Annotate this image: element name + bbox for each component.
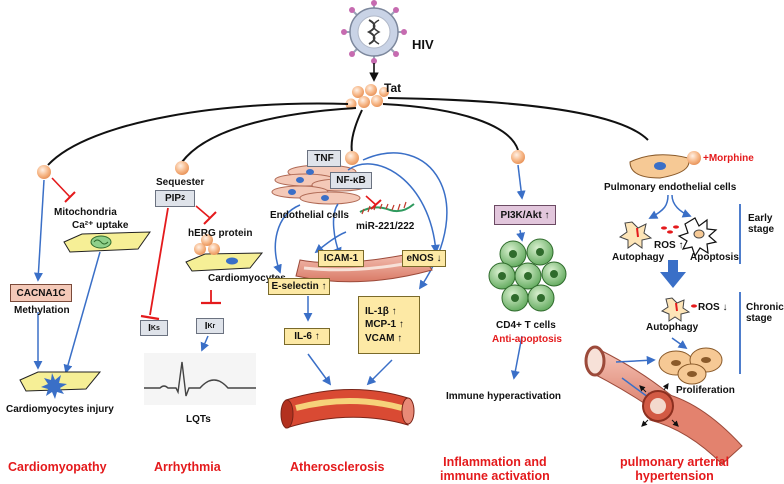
mitochondria-label: Mitochondria — [54, 207, 117, 218]
il6-box: IL-6 ↑ — [284, 328, 330, 345]
tat-label: Tat — [384, 81, 402, 95]
apoptosis-cell-icon — [677, 217, 718, 258]
ros-down-label: ROS ↓ — [698, 302, 728, 313]
inhibition-marker — [51, 177, 76, 203]
tnf-box: TNF — [307, 150, 341, 167]
pulmonary-endothelial-cell-icon — [629, 154, 690, 179]
early-stage-label: Early stage — [748, 213, 775, 235]
nfkb-box: NF-κB — [330, 172, 372, 189]
category-arrhythmia: Arrhythmia — [154, 460, 221, 474]
mirna-label: miR-221/222 — [356, 221, 415, 232]
cardiomyocytes-injury-label: Cardiomyocytes injury — [6, 404, 114, 415]
stage-transition-arrow — [660, 260, 686, 288]
endothelial-cells-label: Endothelial cells — [270, 210, 349, 221]
autophagy-cell-icon — [618, 221, 653, 249]
cacna1c-box: CACNA1C — [10, 284, 72, 302]
autophagy-early-label: Autophagy — [612, 252, 665, 263]
cardiomyocyte-icon — [63, 231, 151, 253]
e-selectin-box: E-selectin ↑ — [268, 278, 330, 295]
lqts-label: LQTs — [186, 414, 211, 425]
tat-particle-icon — [175, 161, 189, 175]
hiv-virus-icon — [341, 0, 407, 64]
anti-apoptosis-label: Anti-apoptosis — [492, 334, 562, 345]
tat-particle-icon — [511, 150, 525, 164]
mcp1-label: MCP-1 ↑ — [365, 319, 404, 331]
category-cardiomyopathy: Cardiomyopathy — [8, 460, 107, 474]
cd4-t-cells-label: CD4+ T cells — [496, 320, 556, 331]
tat-particle-icon — [345, 151, 359, 165]
autophagy-chronic-label: Autophagy — [646, 322, 699, 333]
sequester-label: Sequester — [156, 177, 205, 188]
category-atherosclerosis: Atherosclerosis — [290, 460, 385, 474]
methylation-label: Methylation — [14, 305, 70, 316]
atherosclerotic-artery-icon — [280, 389, 415, 429]
tat-branch-lines — [47, 97, 649, 166]
cardiomyocyte-herg-icon — [185, 234, 264, 272]
pulmonary-endothelial-cells-label: Pulmonary endothelial cells — [604, 182, 737, 193]
ecg-trace-icon — [144, 353, 256, 405]
enos-box: eNOS ↓ — [402, 250, 446, 267]
mirna-strand-icon — [359, 201, 415, 215]
icam1-box: ICAM-1 — [318, 250, 364, 267]
cardiomyocytes-label: Cardiomyocytes — [208, 273, 286, 284]
tat-particle-icon — [37, 165, 51, 179]
herg-protein-label: hERG protein — [188, 228, 253, 239]
pi3k-akt-box: PI3K/Akt ↑ — [494, 205, 556, 225]
category-inflammation: Inflammation and immune activation — [440, 455, 550, 484]
thickened-artery-icon — [639, 383, 743, 465]
vcam-label: VCAM ↑ — [365, 332, 403, 344]
ros-up-icon — [661, 225, 679, 234]
proliferating-cells-icon — [658, 347, 723, 385]
injured-cardiomyocyte-icon — [19, 371, 102, 399]
ros-down-icon — [691, 304, 697, 308]
tat-protein-icon — [345, 84, 389, 110]
category-pah: pulmonary arterial hypertension — [620, 455, 730, 484]
proliferation-label: Proliferation — [676, 385, 735, 396]
ros-up-label: ROS ↑ — [654, 240, 684, 251]
ca-uptake-label: Ca²⁺ uptake — [72, 220, 129, 231]
cytokine-box: IL-1β ↑ MCP-1 ↑ VCAM ↑ — [358, 296, 420, 354]
tat-particle-icon — [687, 151, 701, 165]
il1b-label: IL-1β ↑ — [365, 305, 397, 317]
autophagy-cell-icon — [660, 297, 691, 322]
hiv-label: HIV — [412, 37, 434, 52]
chronic-stage-label: Chronic stage — [746, 302, 784, 324]
morphine-label: +Morphine — [703, 153, 754, 164]
apoptosis-label: Apoptosis — [690, 252, 739, 263]
immune-hyperactivation-label: Immune hyperactivation — [446, 391, 562, 402]
cd4-t-cells-icon — [488, 238, 567, 312]
